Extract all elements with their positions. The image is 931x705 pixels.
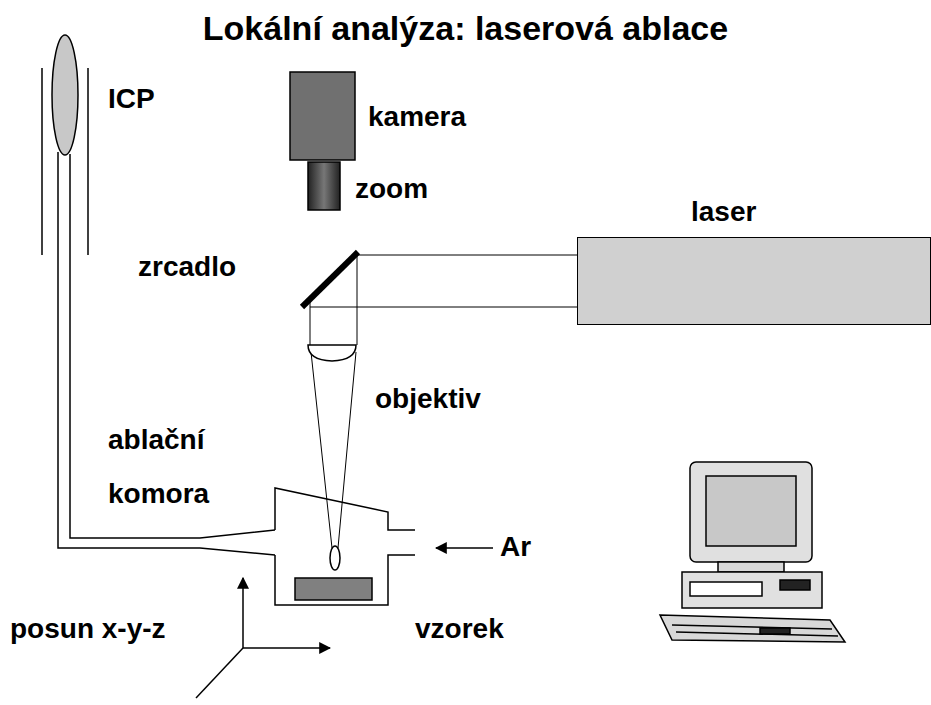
part-label: ablační komora — [108, 413, 268, 521]
part-label: Ar — [500, 530, 531, 564]
part-label: zrcadlo — [138, 250, 236, 284]
part-label: zoom — [355, 172, 428, 206]
part-label: vzorek — [415, 612, 504, 646]
node-heading: laser — [691, 196, 756, 228]
argon-arrow — [436, 547, 493, 549]
xyz-axes — [196, 578, 330, 698]
laser-box: laser — [577, 237, 931, 325]
camera — [290, 72, 355, 210]
objective-lens — [308, 345, 356, 361]
part-label: objektiv — [375, 382, 481, 416]
computer — [660, 462, 845, 642]
mirror — [302, 252, 358, 307]
part-label: ICP — [108, 82, 155, 116]
diagram-title: Lokální analýza: laserová ablace — [203, 8, 728, 49]
ablation-chamber — [275, 488, 415, 605]
part-label: kamera — [368, 100, 466, 134]
icp-torch — [42, 35, 275, 555]
part-label: posun x-y-z — [10, 612, 166, 646]
